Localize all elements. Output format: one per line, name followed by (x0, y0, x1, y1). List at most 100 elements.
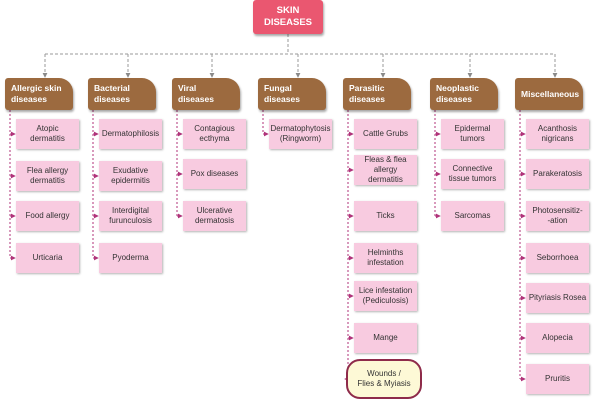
item-label-line: Pityriasis Rosea (528, 293, 587, 302)
item-label-line: nigricans (541, 134, 574, 143)
category-label-line-2: diseases (11, 94, 47, 104)
category-label-line-1: Bacterial (94, 83, 130, 93)
item-ticks: Ticks (354, 201, 417, 231)
item-lice-infestation-pediculosis: Lice infestation(Pediculosis) (354, 281, 417, 311)
item-seborrhoea: Seborrhoea (526, 243, 589, 273)
item-label-line: dermatitis (30, 134, 65, 143)
item-label-line: Epidermal (454, 124, 491, 133)
item-label-line: Interdigital (112, 206, 149, 215)
item-label-line: (Pediculosis) (362, 296, 409, 305)
category-label-line-1: Neoplastic (436, 83, 479, 93)
item-mange: Mange (354, 323, 417, 353)
item-label-line: (Ringworm) (279, 134, 322, 143)
item-label-line: Ulcerative (196, 206, 233, 215)
category-label-line-2: diseases (436, 94, 472, 104)
category-miscellaneous: Miscellaneous (515, 78, 583, 110)
item-label-line: Mange (373, 333, 398, 342)
item-wounds-flies-myiasis: Wounds /Flies & Myiasis (346, 359, 422, 399)
item-label-line: Atopic (36, 124, 59, 133)
item-label-line: tissue tumors (448, 174, 497, 183)
item-label-line: Alopecia (542, 333, 573, 342)
item-label-line: Pyoderma (112, 253, 149, 262)
category-label-line-1: Viral (178, 83, 197, 93)
category-label-line-1: Parasitic (349, 83, 385, 93)
item-label-line: dermatitis (368, 175, 403, 184)
item-sarcomas: Sarcomas (441, 201, 504, 231)
item-label-line: tumors (460, 134, 485, 143)
item-label-line: Pruritis (545, 374, 570, 383)
item-label-line: Urticaria (32, 253, 63, 262)
item-label-line: Contagious (194, 124, 235, 133)
item-food-allergy: Food allergy (16, 201, 79, 231)
category-label-line-1: Fungal (264, 83, 292, 93)
item-cattle-grubs: Cattle Grubs (354, 119, 417, 149)
item-label-line: Sarcomas (454, 211, 491, 220)
item-label-line: Ticks (376, 211, 395, 220)
item-label-line: allergy (373, 165, 398, 174)
item-urticaria: Urticaria (16, 243, 79, 273)
item-label-line: Flea allergy (26, 166, 69, 175)
root-label-line-1: SKIN (276, 5, 300, 16)
item-label-line: ecthyma (199, 134, 230, 143)
item-alopecia: Alopecia (526, 323, 589, 353)
item-label-line: Flies & Myiasis (357, 379, 411, 388)
item-label-line: Dermatophilosis (101, 129, 160, 138)
item-label-line: infestation (367, 258, 404, 267)
item-parakeratosis: Parakeratosis (526, 159, 589, 189)
item-label-line: Photosensitiz- (532, 206, 583, 215)
category-label-line-2: diseases (94, 94, 130, 104)
item-label-line: Pox diseases (190, 169, 239, 178)
item-label-line: Helminths (367, 248, 404, 257)
item-label-line: -ation (547, 216, 568, 225)
item-label-line: Exudative (112, 166, 149, 175)
root-label-line-2: DISEASES (263, 17, 313, 28)
category-label-line-2: diseases (178, 94, 214, 104)
item-label-line: Dermatophytosis (270, 124, 331, 133)
item-label-line: Seborrhoea (536, 253, 579, 262)
item-pyoderma: Pyoderma (99, 243, 162, 273)
item-photosensitiz-ation: Photosensitiz--ation (526, 201, 589, 231)
item-dermatophytosis-ringworm: Dermatophytosis(Ringworm) (269, 119, 332, 149)
item-label-line: Parakeratosis (533, 169, 582, 178)
item-label-line: Connective (452, 164, 493, 173)
item-connectors (9, 110, 526, 382)
category-label-line-1: Miscellaneous (521, 88, 580, 99)
item-label-line: furunculosis (109, 216, 152, 225)
item-pox-diseases: Pox diseases (183, 159, 246, 189)
item-label-line: epidermitis (111, 176, 150, 185)
item-label-line: Lice infestation (358, 286, 413, 295)
item-pityriasis-rosea: Pityriasis Rosea (526, 283, 589, 313)
item-label-line: Fleas & flea (364, 155, 407, 164)
root-connectors (42, 34, 558, 78)
item-label-line: Wounds / (367, 369, 401, 378)
item-label-line: Food allergy (25, 211, 70, 220)
item-label-line: Cattle Grubs (363, 129, 408, 138)
item-label-line: dermatosis (194, 216, 235, 225)
category-label-line-2: diseases (264, 94, 300, 104)
category-label-line-2: diseases (349, 94, 385, 104)
item-label-line: dermatitis (30, 176, 65, 185)
category-label-line-1: Allergic skin (11, 83, 62, 93)
item-dermatophilosis: Dermatophilosis (99, 119, 162, 149)
item-pruritis: Pruritis (526, 364, 589, 394)
item-label-line: Acanthosis (537, 124, 578, 133)
